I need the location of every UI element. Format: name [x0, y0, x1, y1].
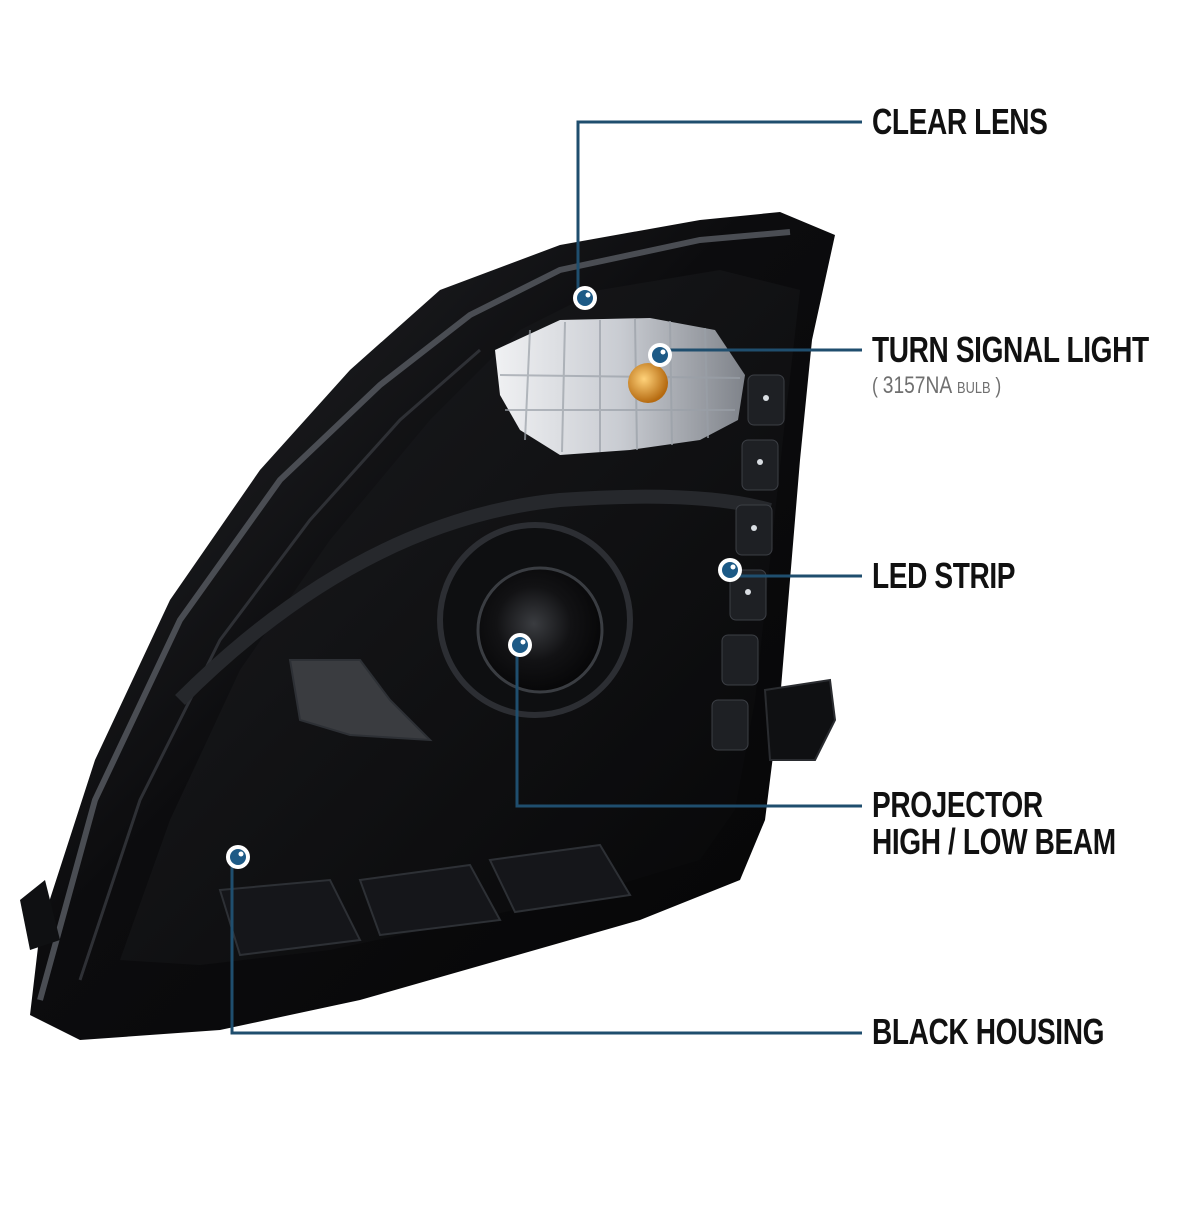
led-strip-pods [711, 374, 785, 751]
marker-clear-lens [573, 286, 597, 310]
leader-lines [230, 120, 862, 1035]
turn-signal-bulb [628, 363, 668, 403]
lower-chambers [218, 659, 632, 957]
marker-black-housing [226, 845, 250, 869]
turn-signal-reflector [495, 318, 745, 455]
note-bulb-code: 3157NA [882, 372, 953, 399]
leader-projector [515, 645, 862, 808]
leader-clear-lens [576, 120, 862, 298]
callout-markers [226, 286, 742, 869]
label-turn-signal: TURN SIGNAL LIGHT [872, 329, 1149, 370]
connector [763, 678, 837, 761]
marker-projector [508, 633, 532, 657]
marker-led-strip [718, 558, 742, 582]
lens-edge [37, 229, 791, 1001]
mounting-tab [20, 880, 60, 950]
label-led-strip: LED STRIP [872, 555, 1016, 596]
label-black-housing: BLACK HOUSING [872, 1011, 1105, 1052]
label-clear-lens: CLEAR LENS [872, 101, 1048, 142]
note-bulb-unit: BULB [957, 380, 991, 397]
label-projector-beam: HIGH / LOW BEAM [872, 821, 1116, 862]
note-close-paren: ) [995, 373, 1002, 398]
leader-black-housing [230, 857, 862, 1035]
lens-edge-inner [78, 348, 481, 981]
label-projector: PROJECTOR [872, 784, 1043, 825]
projector-lens [476, 566, 604, 694]
turn-signal-bulb-note: ( 3157NA BULB ) [872, 374, 1001, 401]
note-open-paren: ( [872, 373, 878, 398]
eyebrow [175, 489, 772, 705]
marker-turn-signal [648, 343, 672, 367]
